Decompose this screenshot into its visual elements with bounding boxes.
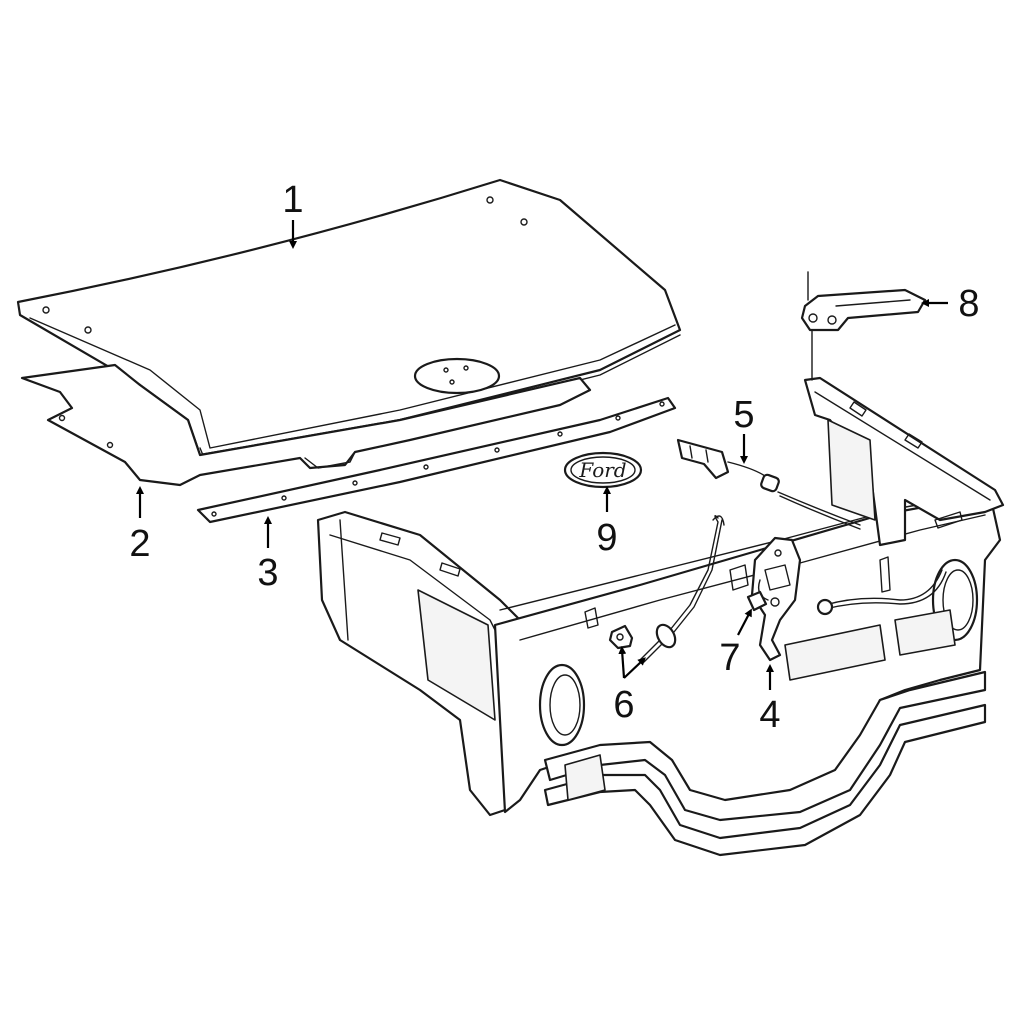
callout-8: 8 <box>921 283 980 325</box>
hood-seal <box>196 396 677 524</box>
hood-insulator <box>20 363 592 487</box>
callout-label: 6 <box>613 684 634 726</box>
callout-label: 1 <box>282 179 303 221</box>
callout-9: 9 <box>596 486 618 559</box>
callout-5: 5 <box>733 394 755 464</box>
callout-6: 6 <box>613 646 646 726</box>
ford-emblem: Ford <box>563 451 643 489</box>
callout-label: 4 <box>759 694 780 736</box>
callout-4: 4 <box>759 664 781 736</box>
callout-label: 2 <box>129 523 150 565</box>
callout-3: 3 <box>257 516 279 594</box>
prop-rod <box>608 515 725 663</box>
hood-hinge <box>800 271 927 381</box>
release-cable <box>676 438 947 616</box>
emblem-logo: Ford <box>578 458 626 482</box>
callout-label: 5 <box>733 394 754 436</box>
callout-7: 7 <box>719 608 752 679</box>
prop-rod-clip <box>746 590 768 612</box>
callout-label: 9 <box>596 517 617 559</box>
callout-1: 1 <box>282 179 304 249</box>
callout-label: 3 <box>257 552 278 594</box>
callout-label: 7 <box>719 637 740 679</box>
engine-compartment <box>316 376 1005 857</box>
hood-latch <box>750 536 802 662</box>
callout-2: 2 <box>129 486 151 565</box>
callouts: 1 2 3 4 5 6 7 8 <box>129 179 979 736</box>
callout-label: 8 <box>958 283 979 325</box>
hood-panel <box>16 178 682 461</box>
